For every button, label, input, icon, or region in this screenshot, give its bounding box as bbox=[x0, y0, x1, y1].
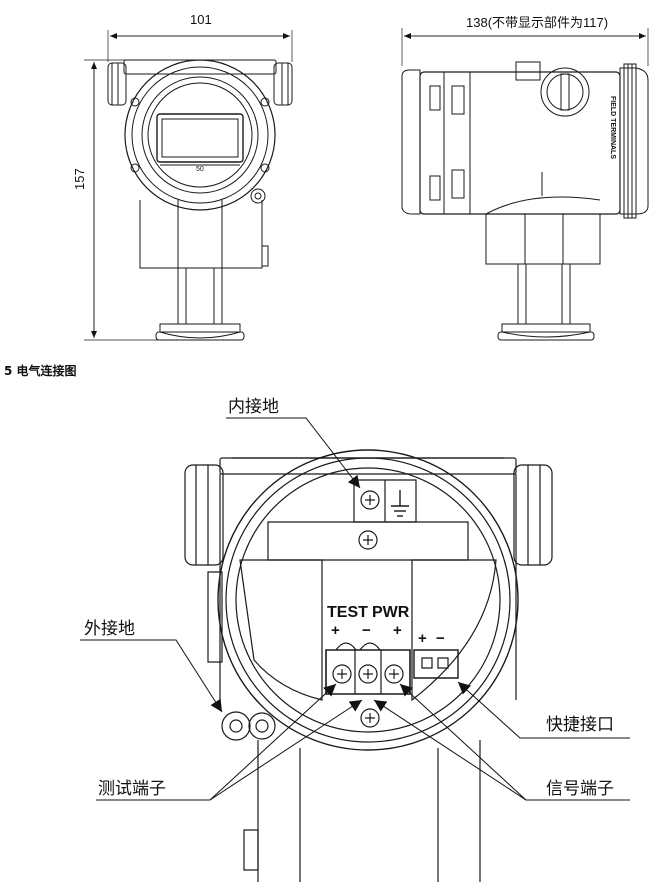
side-view bbox=[402, 28, 648, 340]
pwr-plus-sign: + bbox=[393, 622, 402, 639]
front-view bbox=[84, 30, 292, 340]
test-label: TEST bbox=[327, 604, 368, 621]
quick-connector-label: 快捷接口 bbox=[546, 715, 614, 735]
wiring-diagram bbox=[185, 450, 552, 882]
test-plus-sign: + bbox=[331, 622, 340, 639]
pwr-label: PWR bbox=[372, 604, 410, 621]
front-width-dimension: 101 bbox=[190, 12, 212, 27]
field-terminals-label: FIELD TERMINALS bbox=[609, 96, 616, 159]
test-terminal-label: 测试端子 bbox=[98, 779, 166, 799]
external-ground-label: 外接地 bbox=[84, 619, 135, 639]
side-depth-dimension: 138(不带显示部件为117) bbox=[466, 15, 609, 30]
signal-terminal-label: 信号端子 bbox=[546, 779, 614, 799]
quick-minus-sign: − bbox=[436, 630, 445, 647]
display-scale-mark: 50 bbox=[196, 166, 204, 173]
test-minus-sign: − bbox=[362, 622, 371, 639]
internal-ground-label: 内接地 bbox=[228, 397, 279, 417]
front-height-dimension: 157 bbox=[72, 168, 87, 190]
callout-leaders bbox=[80, 418, 630, 800]
section-title: 5 电气连接图 bbox=[4, 364, 77, 378]
quick-plus-sign: + bbox=[418, 630, 427, 647]
